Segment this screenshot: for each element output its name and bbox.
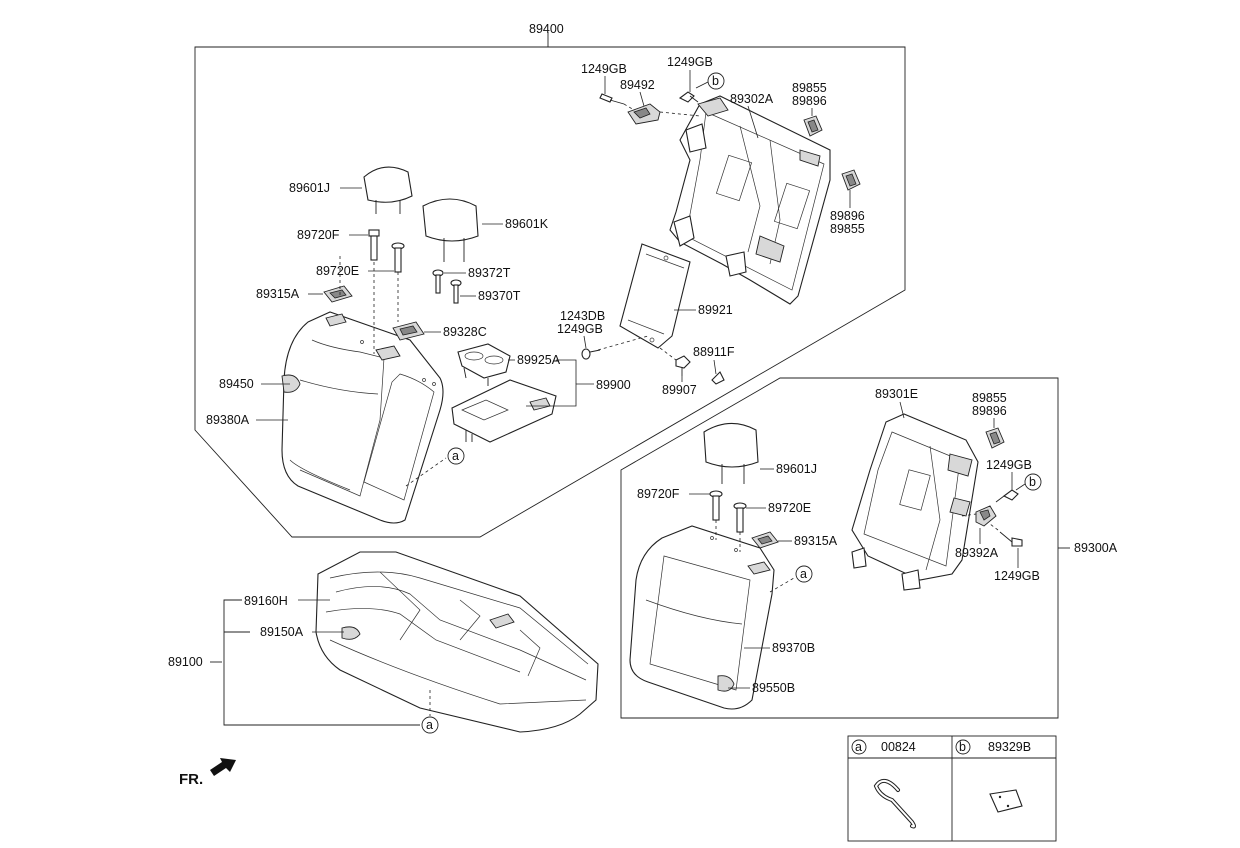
headrest-guide-89720f-right xyxy=(709,490,723,521)
guide-89370t xyxy=(450,279,462,304)
label-89907: 89907 xyxy=(662,383,697,397)
label-89160h: 89160H xyxy=(244,594,288,608)
seat-back-frame-89302a xyxy=(669,95,831,305)
label-88911f: 88911F xyxy=(693,345,735,359)
assembly-number-89300a: 89300A xyxy=(1074,541,1118,555)
cupholder-89925a xyxy=(457,343,511,386)
cap-88911f xyxy=(711,371,725,385)
label-89601j-upper: 89601J xyxy=(289,181,330,195)
seat-back-frame-89301e xyxy=(851,413,979,591)
screw-1243db xyxy=(581,348,601,360)
callout-a-cushion xyxy=(421,716,439,734)
legend-a-circle xyxy=(851,739,867,755)
front-indicator-label: FR. xyxy=(179,771,203,788)
guide-89372t xyxy=(432,269,444,294)
headrest-guide-89720e-right xyxy=(733,502,747,533)
label-1249gb-top-right: 1249GB xyxy=(667,55,713,69)
legend-a-letter: a xyxy=(855,740,862,754)
upper-back-assembly-frame xyxy=(194,32,906,538)
label-89450: 89450 xyxy=(219,377,254,391)
label-1249gb-right-top: 1249GB xyxy=(986,458,1032,472)
bolt-1249gb-right-top xyxy=(995,489,1019,503)
bolt-1249gb-top-left xyxy=(599,93,625,105)
bolt-1249gb-top-right xyxy=(678,91,699,103)
label-1249gb-right-bottom: 1249GB xyxy=(994,569,1040,583)
right-back-assembly-frame xyxy=(620,377,1070,719)
label-89720f-lower: 89720F xyxy=(637,487,680,501)
bracket-89392a xyxy=(975,505,997,527)
callout-b-upper-text: b xyxy=(712,74,719,88)
label-1243db: 1243DB xyxy=(560,309,605,323)
headrest-guide-89720f-left xyxy=(368,229,380,261)
headrest-89601j-right xyxy=(703,422,759,484)
label-1249gb-top-left: 1249GB xyxy=(581,62,627,76)
label-89720f-upper: 89720F xyxy=(297,228,340,242)
label-89900: 89900 xyxy=(596,378,631,392)
hook-00824-illustration xyxy=(873,778,916,829)
label-89855-lower: 89855 xyxy=(972,391,1007,405)
label-89601k: 89601K xyxy=(505,217,549,231)
headrest-guide-89720e-left xyxy=(391,242,405,273)
callout-b-lower-text: b xyxy=(1029,475,1036,489)
label-89720e-upper: 89720E xyxy=(316,264,359,278)
callout-b-lower xyxy=(1024,473,1042,491)
label-89855-side: 89855 xyxy=(830,222,865,236)
bolt-1249gb-right-bottom xyxy=(999,531,1023,547)
callout-a-cushion-text: a xyxy=(426,718,433,732)
bracket-89492 xyxy=(627,103,661,125)
clip-89907 xyxy=(675,355,691,376)
bezel-89315a-right xyxy=(751,531,779,549)
label-89370b: 89370B xyxy=(772,641,815,655)
callout-b-upper xyxy=(707,72,725,90)
bezel-89315a-left xyxy=(323,285,353,303)
latch-89896-side xyxy=(841,169,861,191)
label-89380a: 89380A xyxy=(206,413,250,427)
armrest-89900 xyxy=(451,379,557,443)
label-89921: 89921 xyxy=(698,303,733,317)
callout-a-left-back xyxy=(447,447,465,465)
label-89896-top: 89896 xyxy=(792,94,827,108)
seat-cushion-89160h xyxy=(315,551,599,733)
assembly-number-89400: 89400 xyxy=(529,22,564,36)
latch-89855-top xyxy=(803,115,823,137)
label-89302a: 89302A xyxy=(730,92,774,106)
label-89855-top: 89855 xyxy=(792,81,827,95)
rear-seat-back-right xyxy=(629,525,775,710)
callout-a-left-back-text: a xyxy=(452,449,459,463)
rear-seat-back-left xyxy=(281,311,444,524)
label-1249gb-mid: 1249GB xyxy=(557,322,603,336)
cushion-bracket xyxy=(210,599,420,726)
label-89315a-upper: 89315A xyxy=(256,287,300,301)
legend-b-letter: b xyxy=(959,740,966,754)
front-arrow-icon xyxy=(210,758,236,776)
label-89601j-lower: 89601J xyxy=(776,462,817,476)
legend-b-circle xyxy=(955,739,971,755)
legend-table xyxy=(847,735,1057,842)
label-89301e: 89301E xyxy=(875,387,918,401)
label-89720e-lower: 89720E xyxy=(768,501,811,515)
legend-a-part: 00824 xyxy=(881,740,916,754)
callout-a-right-back xyxy=(795,565,813,583)
headrest-89601k xyxy=(422,198,479,262)
label-89370t: 89370T xyxy=(478,289,521,303)
label-89372t: 89372T xyxy=(468,266,511,280)
label-89150a: 89150A xyxy=(260,625,304,639)
back-panel-89921 xyxy=(619,243,691,349)
callout-a-right-back-text: a xyxy=(800,567,807,581)
label-89896-side: 89896 xyxy=(830,209,865,223)
label-89925a: 89925A xyxy=(517,353,561,367)
headrest-89601j-left xyxy=(363,166,413,214)
label-89550b: 89550B xyxy=(752,681,795,695)
label-89315a-lower: 89315A xyxy=(794,534,838,548)
label-89896-lower: 89896 xyxy=(972,404,1007,418)
label-89492: 89492 xyxy=(620,78,655,92)
legend-b-part: 89329B xyxy=(988,740,1031,754)
label-89392a: 89392A xyxy=(955,546,999,560)
pad-89329b-illustration xyxy=(989,789,1023,813)
bezel-89328c xyxy=(392,321,425,341)
latch-89855-lower xyxy=(985,427,1005,449)
assembly-number-89100: 89100 xyxy=(168,655,203,669)
label-89328c: 89328C xyxy=(443,325,487,339)
